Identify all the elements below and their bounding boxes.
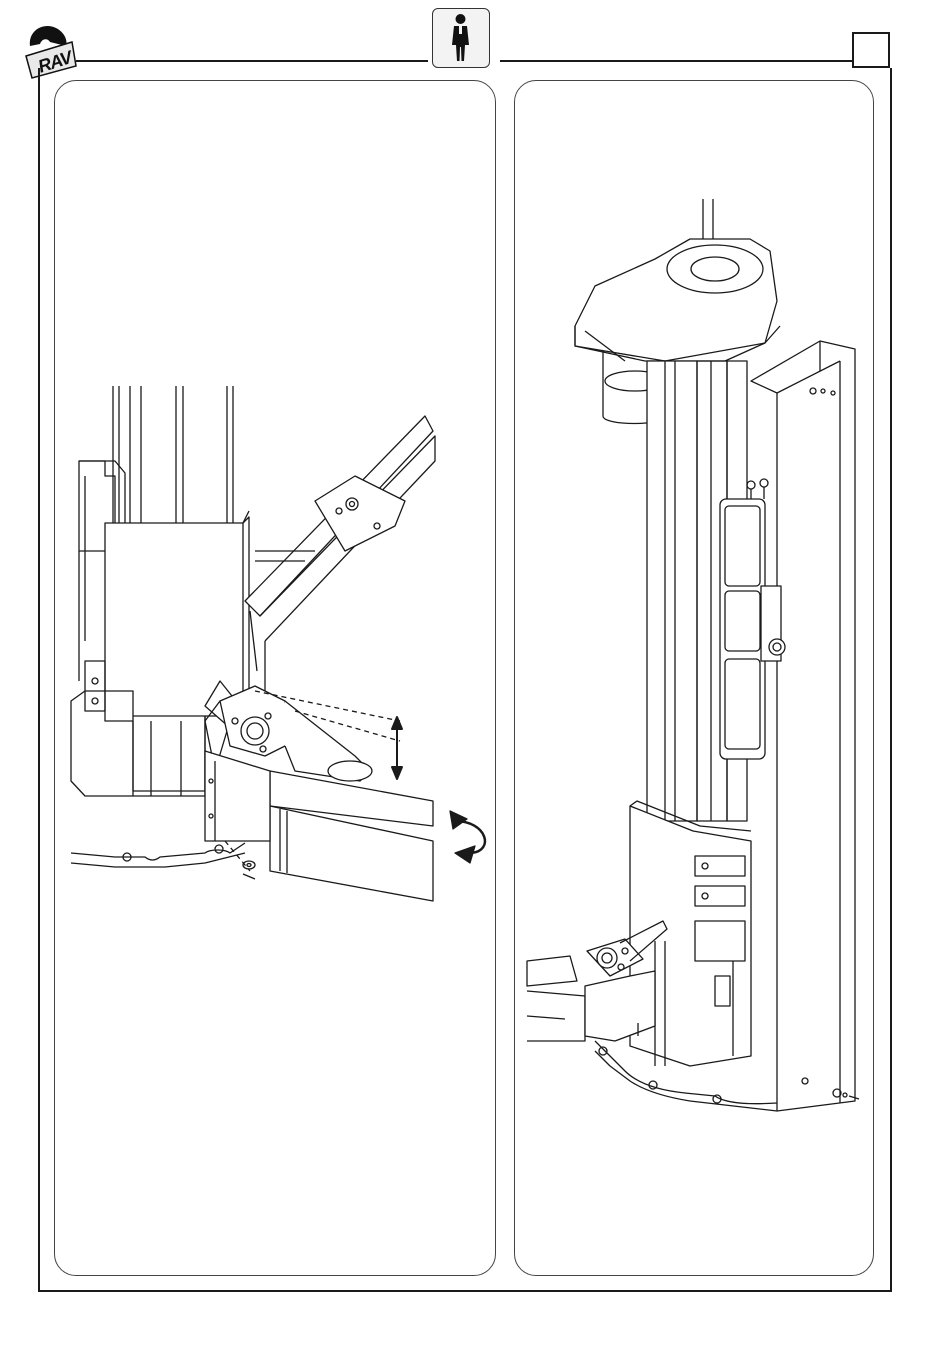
left-figure-panel (54, 80, 496, 1276)
operator-tab (432, 8, 490, 68)
header-rule-left (76, 60, 428, 62)
lift-column-base-and-arm-illustration (55, 81, 495, 1275)
rotation-arrow-icon (450, 811, 485, 863)
header-rule-right (500, 60, 852, 62)
lift-column-with-motor-and-control-box-illustration (515, 81, 873, 1275)
page-number-box (852, 32, 890, 68)
operator-person-icon (433, 9, 488, 66)
right-figure-panel (514, 80, 874, 1276)
vertical-double-arrow-icon (392, 717, 402, 779)
